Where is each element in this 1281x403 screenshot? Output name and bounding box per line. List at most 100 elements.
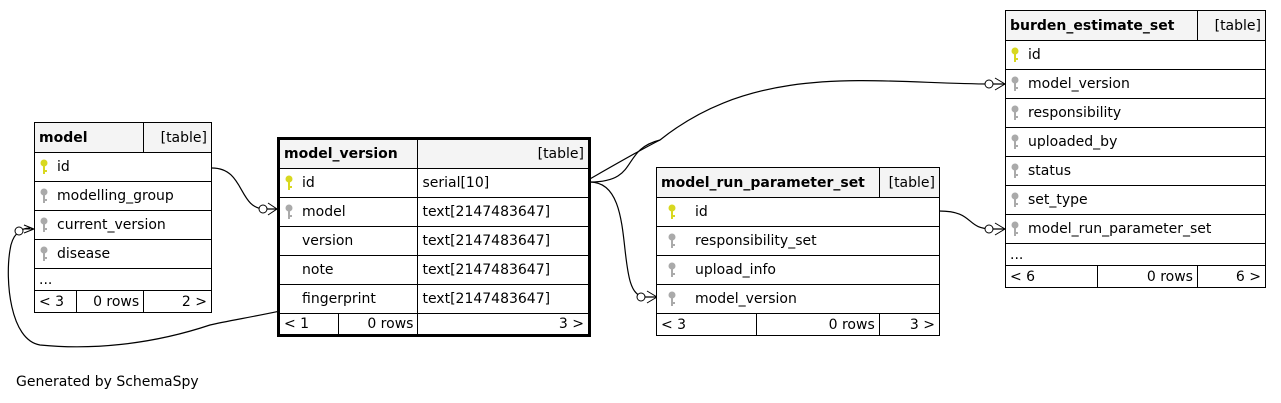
column-row[interactable]: model_version [656, 284, 940, 314]
column-row[interactable]: status [1005, 156, 1266, 186]
table-kind: [table] [878, 167, 941, 198]
column-name: id [695, 204, 708, 220]
column-name: responsibility_set [695, 233, 817, 249]
column-row[interactable]: responsibility_set [656, 226, 940, 256]
foreign-key-icon [284, 204, 298, 220]
column-name: responsibility [1028, 105, 1122, 121]
column-row[interactable]: uploaded_by [1005, 127, 1266, 157]
table-kind: [table] [417, 138, 590, 169]
table-title: burden_estimate_set [1005, 10, 1198, 41]
column-type: text[2147483647] [417, 226, 590, 256]
column-row[interactable]: note text[2147483647] [277, 255, 590, 285]
foreign-key-icon [1010, 105, 1024, 121]
table-model-run-parameter-set[interactable]: model_run_parameter_set [table] id respo… [656, 167, 941, 336]
edge-crowfoot-marker [267, 202, 278, 216]
column-row[interactable]: fingerprint text[2147483647] [277, 284, 590, 314]
parents-link[interactable]: < 1 [278, 313, 339, 336]
column-name: id [1028, 47, 1041, 63]
column-row[interactable]: model text[2147483647] [277, 197, 590, 227]
column-name: model_run_parameter_set [1028, 221, 1212, 237]
column-row[interactable]: upload_info [656, 255, 940, 285]
column-row[interactable]: disease [34, 239, 212, 269]
edge-crowfoot-marker [994, 222, 1006, 236]
column-row[interactable]: set_type [1005, 185, 1266, 215]
foreign-key-icon [39, 217, 53, 233]
edge-model-version-to-model [589, 80, 1005, 183]
table-model[interactable]: model [table] id modelling_group current… [33, 122, 212, 313]
foreign-key-icon [1010, 76, 1024, 92]
edge-run-parameter-set-to-burden-estimate-set [938, 210, 1005, 230]
table-title: model [33, 122, 145, 153]
edge-model-to-model-version [211, 167, 276, 210]
foreign-key-icon [1010, 163, 1024, 179]
column-name: note [302, 262, 334, 278]
column-name: id [57, 159, 70, 175]
column-row[interactable]: responsibility [1005, 98, 1266, 128]
column-row[interactable]: id [1005, 40, 1266, 70]
column-name: model_version [695, 291, 797, 307]
column-name: id [302, 175, 315, 191]
column-row[interactable]: model_version [1005, 69, 1266, 99]
more-columns-ellipsis: ... [1005, 243, 1266, 266]
column-name: disease [57, 246, 111, 262]
primary-key-icon [1010, 47, 1024, 63]
foreign-key-icon [667, 262, 681, 278]
column-row[interactable]: id serial[10] [277, 168, 590, 198]
column-row[interactable]: id [34, 152, 212, 182]
row-count: 0 rows [75, 290, 145, 313]
primary-key-icon [39, 159, 53, 175]
column-type: serial[10] [417, 168, 590, 198]
column-type: text[2147483647] [417, 255, 590, 285]
table-burden-estimate-set[interactable]: burden_estimate_set [table] id model_ver… [1005, 10, 1267, 288]
row-count: 0 rows [337, 313, 419, 336]
column-name: set_type [1028, 192, 1088, 208]
column-row[interactable]: model_run_parameter_set [1005, 214, 1266, 244]
foreign-key-icon [39, 188, 53, 204]
edge-optional-marker [258, 204, 268, 214]
column-name: fingerprint [302, 291, 376, 307]
column-row[interactable]: modelling_group [34, 181, 212, 211]
edge-optional-marker [636, 292, 646, 302]
table-title: model_run_parameter_set [656, 167, 880, 198]
column-name: modelling_group [57, 188, 174, 204]
column-type: text[2147483647] [417, 197, 590, 227]
foreign-key-icon [667, 291, 681, 307]
foreign-key-icon [1010, 192, 1024, 208]
edge-model-version-to-run-parameter-set [589, 181, 657, 298]
primary-key-icon [284, 175, 298, 191]
column-name: uploaded_by [1028, 134, 1118, 150]
foreign-key-icon [1010, 134, 1024, 150]
column-row[interactable]: current_version [34, 210, 212, 240]
edge-crowfoot-marker [994, 77, 1006, 91]
column-name: upload_info [695, 262, 776, 278]
column-name: status [1028, 163, 1072, 179]
parents-link[interactable]: < 3 [34, 290, 77, 313]
column-type: text[2147483647] [417, 284, 590, 314]
table-model-version[interactable]: model_version [table] id serial[10] mode… [277, 137, 591, 337]
edge-crowfoot-marker [23, 224, 36, 234]
primary-key-icon [667, 204, 681, 220]
column-row[interactable]: version text[2147483647] [277, 226, 590, 256]
column-name: version [302, 233, 354, 249]
column-name: model [302, 204, 346, 220]
row-count: 0 rows [756, 313, 880, 336]
table-kind: [table] [1196, 10, 1267, 41]
foreign-key-icon [1010, 221, 1024, 237]
table-title: model_version [277, 138, 419, 169]
generator-credit: Generated by SchemaSpy [16, 374, 199, 390]
edge-optional-marker [14, 226, 24, 236]
column-name: model_version [1028, 76, 1130, 92]
children-link[interactable]: 3 > [417, 313, 590, 336]
parents-link[interactable]: < 6 [1005, 265, 1098, 288]
row-count: 0 rows [1097, 265, 1198, 288]
parents-link[interactable]: < 3 [656, 313, 757, 336]
children-link[interactable]: 2 > [143, 290, 212, 313]
foreign-key-icon [667, 233, 681, 249]
more-columns-ellipsis: ... [34, 268, 212, 291]
children-link[interactable]: 6 > [1196, 265, 1267, 288]
column-row[interactable]: id [656, 197, 940, 227]
edge-optional-marker [984, 224, 994, 234]
column-name: current_version [57, 217, 166, 233]
children-link[interactable]: 3 > [878, 313, 941, 336]
